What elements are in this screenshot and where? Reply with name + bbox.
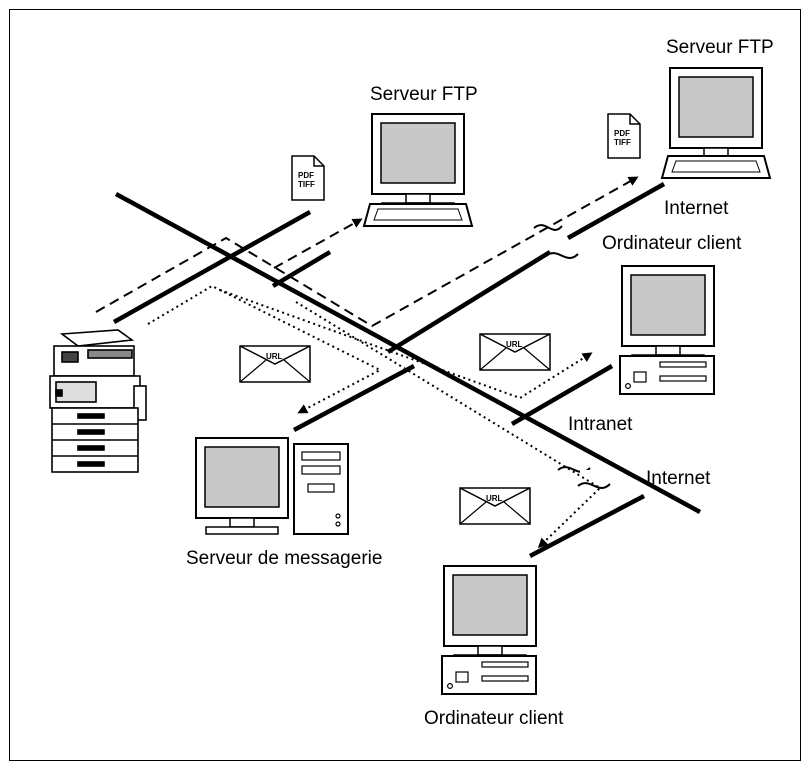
label-mail-server: Serveur de messagerie <box>186 548 382 569</box>
pdf-tiff-doc-icon-right: PDF TIFF <box>607 113 641 159</box>
mail-server-computer <box>195 437 349 535</box>
url-envelope-icon-bottom: URL <box>459 487 531 525</box>
main-backbone <box>114 192 702 514</box>
label-ftp-server-center: Serveur FTP <box>370 84 478 105</box>
envelope-url-text: URL <box>266 352 283 361</box>
label-internet-top: Internet <box>664 198 729 219</box>
client-computer-bottom <box>441 565 537 695</box>
envelope-url-text: URL <box>486 494 503 503</box>
ftp-server-right-computer <box>661 67 771 179</box>
label-client-bottom: Ordinateur client <box>424 708 564 729</box>
doc-icon-format-1: PDF <box>614 129 630 138</box>
label-ftp-server-right: Serveur FTP <box>666 37 774 58</box>
ftp-center-branch <box>112 210 312 324</box>
ftp-dashed-flow <box>95 176 639 328</box>
url-envelope-icon-left: URL <box>239 345 311 383</box>
client-computer-top <box>619 265 715 395</box>
label-intranet: Intranet <box>568 414 633 435</box>
ftp-server-center-computer <box>363 113 473 227</box>
internet-break-top <box>533 224 579 259</box>
url-envelope-icon-intranet: URL <box>479 333 551 371</box>
client-bottom-branch <box>528 494 646 558</box>
mail-branch <box>292 364 416 432</box>
doc-icon-format-2: TIFF <box>298 180 315 189</box>
internet-top-branch-b <box>566 182 666 240</box>
network-lines <box>112 182 702 558</box>
doc-icon-format-2: TIFF <box>614 138 631 147</box>
label-internet-bottom: Internet <box>646 468 711 489</box>
pdf-tiff-doc-icon-center: PDF TIFF <box>291 155 325 201</box>
url-dotted-flow <box>147 284 602 549</box>
label-client-top: Ordinateur client <box>602 233 742 254</box>
ftp-center-branch-2 <box>271 250 332 288</box>
envelope-url-text: URL <box>506 340 523 349</box>
intranet-branch <box>510 364 614 426</box>
mfp-printer-icon <box>49 329 147 473</box>
internet-top-branch-a <box>386 250 552 354</box>
doc-icon-format-1: PDF <box>298 171 314 180</box>
internet-break-bottom <box>557 466 611 489</box>
tower-pc-icon <box>293 443 349 535</box>
